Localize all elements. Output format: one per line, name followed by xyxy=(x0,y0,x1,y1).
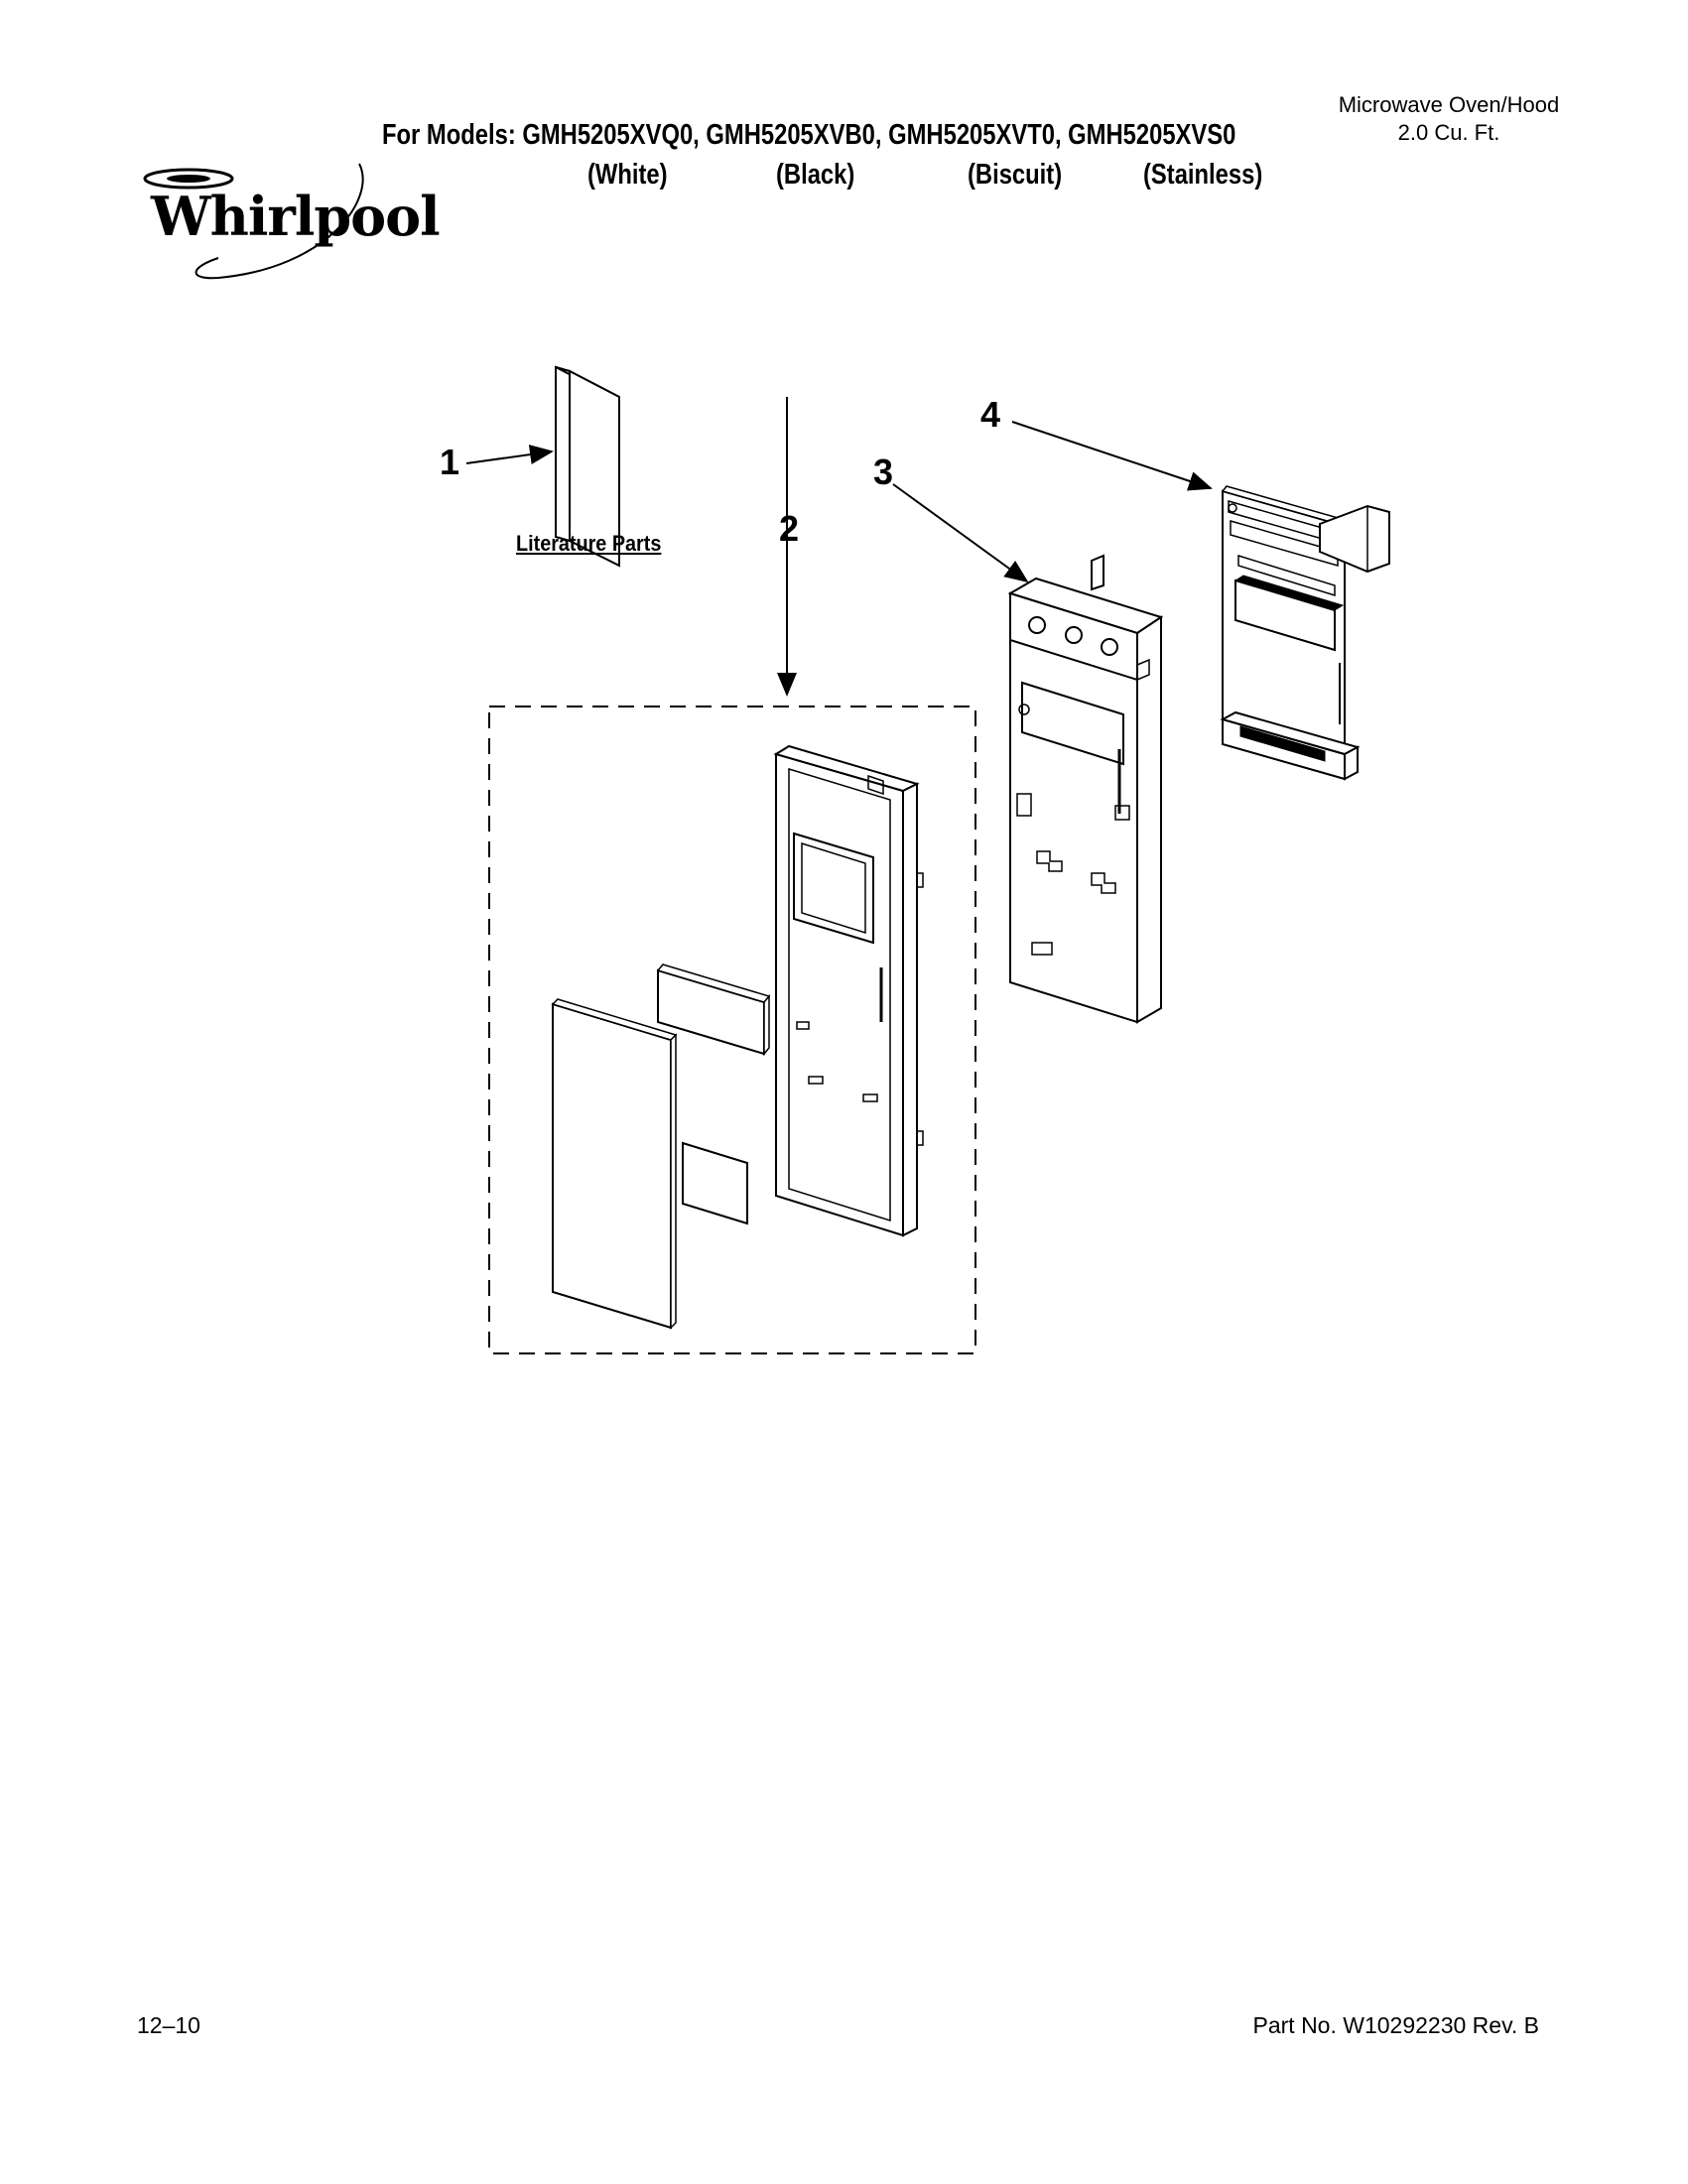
part-3-panel-housing xyxy=(892,483,1164,1024)
callout-4: 4 xyxy=(980,394,1001,435)
part-4-circuit-board xyxy=(1011,421,1390,781)
product-type-line1: Microwave Oven/Hood xyxy=(1338,92,1560,117)
models-line: For Models: GMH5205XVQ0, GMH5205XVB0, GM… xyxy=(382,119,1236,151)
arrow-3 xyxy=(892,483,1029,583)
arrow-1 xyxy=(465,445,554,464)
part-1-literature xyxy=(465,365,620,568)
callout-1: 1 xyxy=(440,442,460,482)
brand-logo-swoosh xyxy=(143,163,364,280)
color-biscuit: (Biscuit) xyxy=(968,159,1063,191)
callout-3: 3 xyxy=(873,451,894,492)
color-stainless: (Stainless) xyxy=(1143,159,1263,191)
arrow-4 xyxy=(1011,421,1213,491)
date-code: 12–10 xyxy=(137,2012,200,2038)
product-type-line2: 2.0 Cu. Ft. xyxy=(1397,120,1500,145)
color-white: (White) xyxy=(587,159,668,191)
product-type: Microwave Oven/Hood 2.0 Cu. Ft. xyxy=(1280,91,1618,147)
callout-2: 2 xyxy=(779,508,800,549)
brand-name: Whirlpool xyxy=(151,185,441,248)
color-black: (Black) xyxy=(776,159,855,191)
part-number: Part No. W10292230 Rev. B xyxy=(1252,2012,1540,2038)
part-2-control-panel-kit xyxy=(488,397,976,1354)
literature-parts-label: Literature Parts xyxy=(516,531,662,556)
